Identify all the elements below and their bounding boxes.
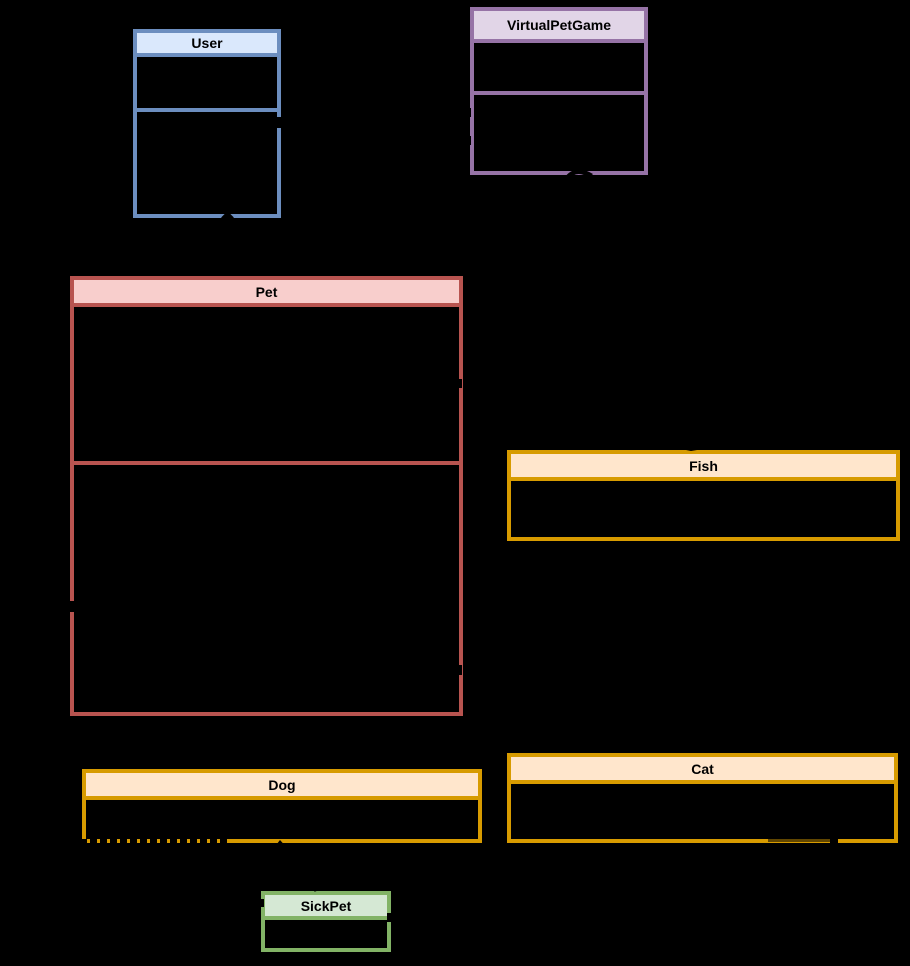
connector-artifact-pet-top-1 [216,267,264,276]
class-attributes-virtualpetgame [474,43,644,95]
label-artifact-dog-bottom-1 [80,839,228,844]
connector-notch-vpg-left-1 [466,108,471,117]
class-box-user: User [133,29,281,218]
connector-notch-user-right [277,117,282,128]
label-artifact-dog-bottom-2 [84,843,224,846]
connector-arrowhead-fish-top [681,444,703,451]
class-header-pet: Pet [74,280,459,307]
class-title-fish: Fish [689,457,718,474]
class-attributes-pet [74,307,459,465]
class-box-dog: Dog [82,769,482,843]
class-box-fish: Fish [507,450,900,541]
connector-notch-vpg-left-2 [466,136,471,145]
connector-arrowhead-vpg-bottom [564,169,593,180]
class-box-sickpet: SickPet [261,891,391,952]
connector-arrowhead-dog-top [275,760,289,769]
connector-notch-pet-left [68,601,74,612]
class-title-user: User [191,35,223,51]
connector-notch-cat-bottom [830,839,838,847]
connector-artifact-pet-top-2 [310,267,358,276]
class-header-fish: Fish [511,454,896,481]
class-box-pet: Pet [70,276,463,716]
class-box-cat: Cat [507,753,898,843]
connector-notch-pet-right-1 [456,379,462,388]
class-title-pet: Pet [255,283,278,300]
connector-overlap-cat-bottom [768,838,832,842]
class-title-sickpet: SickPet [300,897,352,914]
connector-arrowhead-sickpet-top [314,884,330,892]
connector-arrowhead-dog-bottom [273,840,288,849]
class-title-dog: Dog [268,776,296,793]
class-title-cat: Cat [691,760,714,777]
class-header-dog: Dog [86,773,478,800]
connector-notch-sickpet-left [259,899,264,907]
class-header-sickpet: SickPet [265,895,387,920]
connector-arrowhead-cat-top [692,740,708,750]
connector-notch-pet-right-2 [456,665,462,675]
class-header-virtualpetgame: VirtualPetGame [474,11,644,43]
class-title-virtualpetgame: VirtualPetGame [506,17,611,33]
connector-notch-sickpet-right [387,913,393,922]
class-box-virtualpetgame: VirtualPetGame [470,7,648,175]
class-header-cat: Cat [511,757,894,784]
class-header-user: User [137,33,277,57]
class-attributes-user [137,57,277,112]
